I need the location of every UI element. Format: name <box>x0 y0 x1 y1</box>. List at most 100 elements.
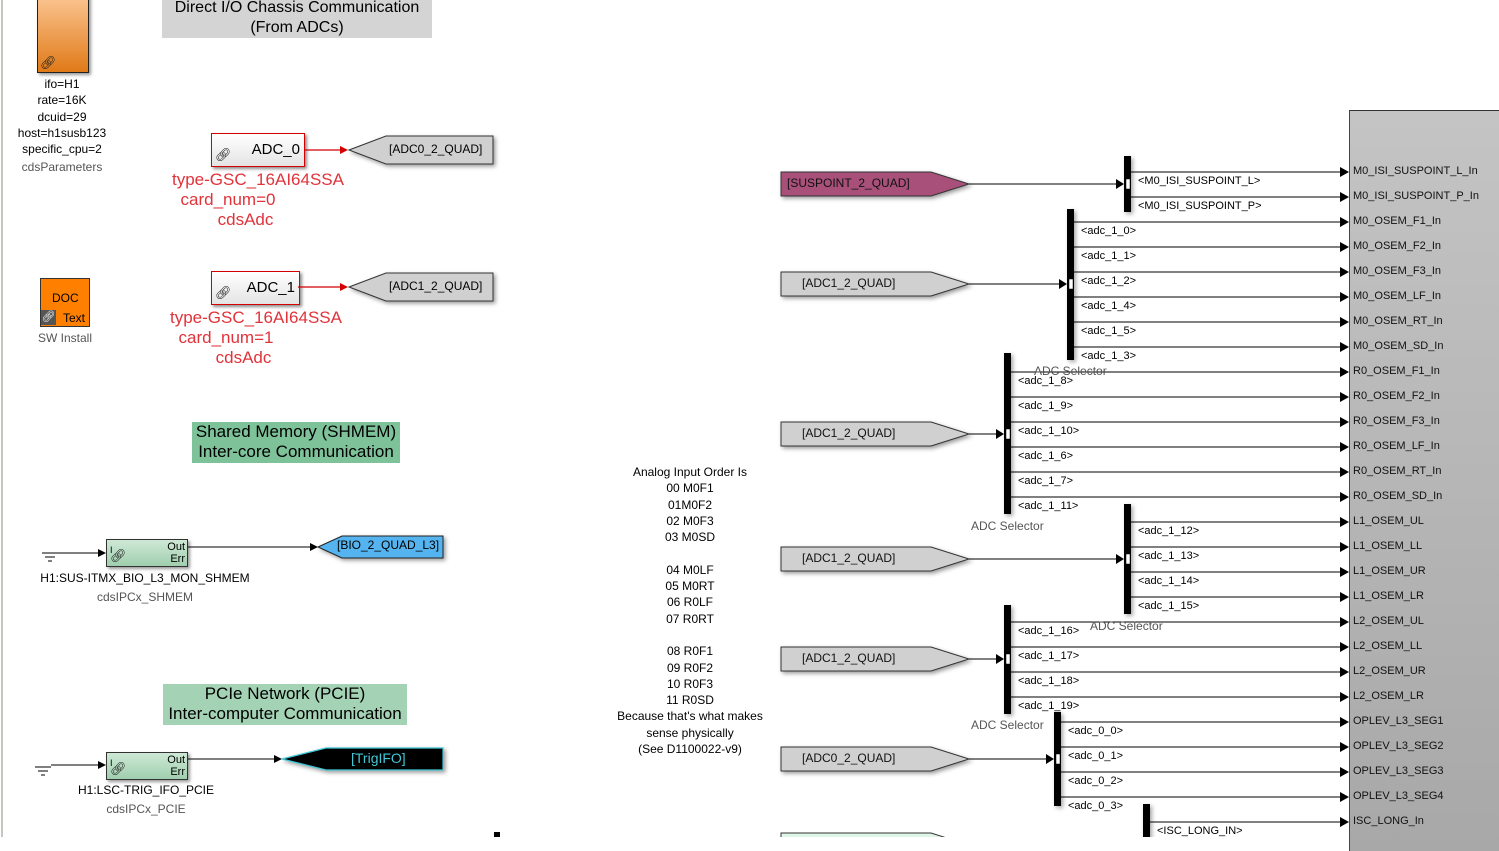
inport-arrow-icon <box>1340 417 1349 427</box>
goto-adc0-label: [ADC0_2_QUAD] <box>389 142 483 156</box>
inport-arrow-icon <box>1340 617 1349 627</box>
pcie-block-lib: cdsIPCx_PCIE <box>106 802 186 816</box>
adc-1-info: type-GSC_16AI64SSA card_num=1 cdsAdc <box>164 308 348 368</box>
annotation-pcie: PCIe Network (PCIE) Inter-computer Commu… <box>163 684 407 725</box>
quad-subsystem-block[interactable] <box>1349 110 1499 851</box>
inport-label: OPLEV_L3_SEG3 <box>1353 765 1444 777</box>
link-icon: 🔗︎ <box>41 310 56 325</box>
arrow-icon <box>98 761 106 769</box>
adc-card: card_num=0 <box>180 190 276 209</box>
annotation-line: (From ADCs) <box>250 19 344 36</box>
inport-label: L1_OSEM_UL <box>1353 515 1424 527</box>
selector-signal-label: <adc_1_3> <box>1081 350 1137 362</box>
selector-signal-label: <adc_1_1> <box>1081 250 1137 262</box>
selector-signal-label: <adc_1_0> <box>1081 225 1137 237</box>
adc-lib: cdsAdc <box>217 210 274 229</box>
selector-bar <box>1143 804 1150 837</box>
doc-block[interactable]: DOC 🔗︎ Text <box>40 278 90 327</box>
selector-port-icon <box>1125 178 1131 190</box>
inport-arrow-icon <box>1340 742 1349 752</box>
inport-arrow-icon <box>1340 692 1349 702</box>
selector-signal-label: <adc_1_4> <box>1081 300 1137 312</box>
selector-signal-label: <adc_1_16> <box>1018 625 1080 637</box>
arrow-icon <box>996 429 1004 439</box>
block-edge <box>494 832 500 837</box>
analog-order-line: 07 R0RT <box>666 611 714 626</box>
shmem-ipc-block[interactable]: I 🔗︎ Out Err <box>106 539 188 567</box>
shmem-block-name: H1:SUS-ITMX_BIO_L3_MON_SHMEM <box>40 571 250 585</box>
arrow-icon <box>274 755 282 763</box>
adc-type: type-GSC_16AI64SSA <box>172 170 344 189</box>
adc-0-info: type-GSC_16AI64SSA card_num=0 cdsAdc <box>166 170 350 230</box>
selector-signal-label: <adc_1_14> <box>1138 575 1200 587</box>
selector-port-icon <box>1125 553 1131 565</box>
adc-1-port-label: ADC_1 <box>246 279 295 296</box>
selector-signal-label: <adc_1_5> <box>1081 325 1137 337</box>
selector-signal-label: <adc_1_18> <box>1018 675 1080 687</box>
param-rate: rate=16K <box>37 93 87 108</box>
from-tag-label: [ADC1_2_QUAD] <box>802 426 896 440</box>
goto-bio-label: [BIO_2_QUAD_L3] <box>337 538 440 552</box>
selector-signal-label: <adc_1_9> <box>1018 400 1074 412</box>
in-port-label: I <box>110 758 113 768</box>
from-tag-shape <box>780 271 971 297</box>
from-tag-label: [ADC1_2_QUAD] <box>802 551 896 565</box>
goto-trigifo-label: [TrigIFO] <box>351 750 406 766</box>
goto-adc1-label: [ADC1_2_QUAD] <box>389 279 483 293</box>
inport-arrow-icon <box>1340 767 1349 777</box>
inport-label: ISC_LONG_In <box>1353 815 1424 827</box>
link-icon: 🔗︎ <box>110 761 127 776</box>
analog-order-line: Because that's what makes <box>617 709 763 724</box>
selector-caption: ADC Selector <box>1090 619 1163 633</box>
inport-arrow-icon <box>1340 792 1349 802</box>
goto-adc0-shape[interactable] <box>347 135 494 165</box>
err-port-label: Err <box>170 553 185 565</box>
adc-0-block[interactable]: 🔗︎ ADC_0 <box>211 133 305 167</box>
inport-label: OPLEV_L3_SEG1 <box>1353 715 1444 727</box>
analog-order-line: 05 M0RT <box>665 579 715 594</box>
inport-arrow-icon <box>1340 817 1349 827</box>
selector-signal-label: <adc_1_15> <box>1138 600 1200 612</box>
goto-bio-shape[interactable] <box>316 535 444 559</box>
from-tag-label: [SUSPOINT_2_QUAD] <box>787 176 910 190</box>
inport-label: M0_OSEM_SD_In <box>1353 340 1444 352</box>
inport-label: R0_OSEM_SD_In <box>1353 490 1443 502</box>
selector-signal-label: <adc_0_1> <box>1068 750 1124 762</box>
annotation-shmem: Shared Memory (SHMEM) Inter-core Communi… <box>192 422 400 463</box>
shmem-block-lib: cdsIPCx_SHMEM <box>96 590 194 604</box>
analog-order-line: 01M0F2 <box>667 497 713 512</box>
annotation-line: PCIe Network (PCIE) <box>204 684 366 703</box>
inport-arrow-icon <box>1340 292 1349 302</box>
inport-arrow-icon <box>1340 242 1349 252</box>
doc-label: DOC <box>52 291 79 305</box>
selector-signal-label: <adc_0_3> <box>1068 800 1124 812</box>
inport-label: M0_OSEM_LF_In <box>1353 290 1442 302</box>
in-port-label: I <box>110 545 113 555</box>
goto-trigifo-shape[interactable] <box>281 747 444 771</box>
inport-arrow-icon <box>1340 642 1349 652</box>
selector-signal-label: <adc_1_13> <box>1138 550 1200 562</box>
inport-label: R0_OSEM_LF_In <box>1353 440 1440 452</box>
inport-label: L1_OSEM_LL <box>1353 540 1423 552</box>
adc-1-block[interactable]: 🔗︎ ADC_1 <box>211 271 300 305</box>
selector-signal-label: <adc_0_0> <box>1068 725 1124 737</box>
from-tag-label: [ADC1_2_QUAD] <box>802 276 896 290</box>
arrow-icon <box>1116 554 1124 564</box>
selector-signal-label: <adc_1_17> <box>1018 650 1080 662</box>
pcie-ipc-block[interactable]: I 🔗︎ Out Err <box>106 752 188 780</box>
out-port-label: Out <box>167 754 185 766</box>
adc-lib: cdsAdc <box>215 348 272 367</box>
cds-parameters-block[interactable]: 🔗︎ <box>37 0 89 73</box>
inport-arrow-icon <box>1340 592 1349 602</box>
selector-signal-label: <adc_1_8> <box>1018 375 1074 387</box>
from-tag-shape <box>780 171 971 197</box>
selector-signal-label: <adc_1_19> <box>1018 700 1080 712</box>
canvas-left-border <box>1 0 3 837</box>
from-tag-label: [ADC1_2_QUAD] <box>802 651 896 665</box>
inport-arrow-icon <box>1340 517 1349 527</box>
adc-card: card_num=1 <box>178 328 274 347</box>
arrow-icon <box>310 543 318 551</box>
goto-adc1-shape[interactable] <box>347 272 494 302</box>
